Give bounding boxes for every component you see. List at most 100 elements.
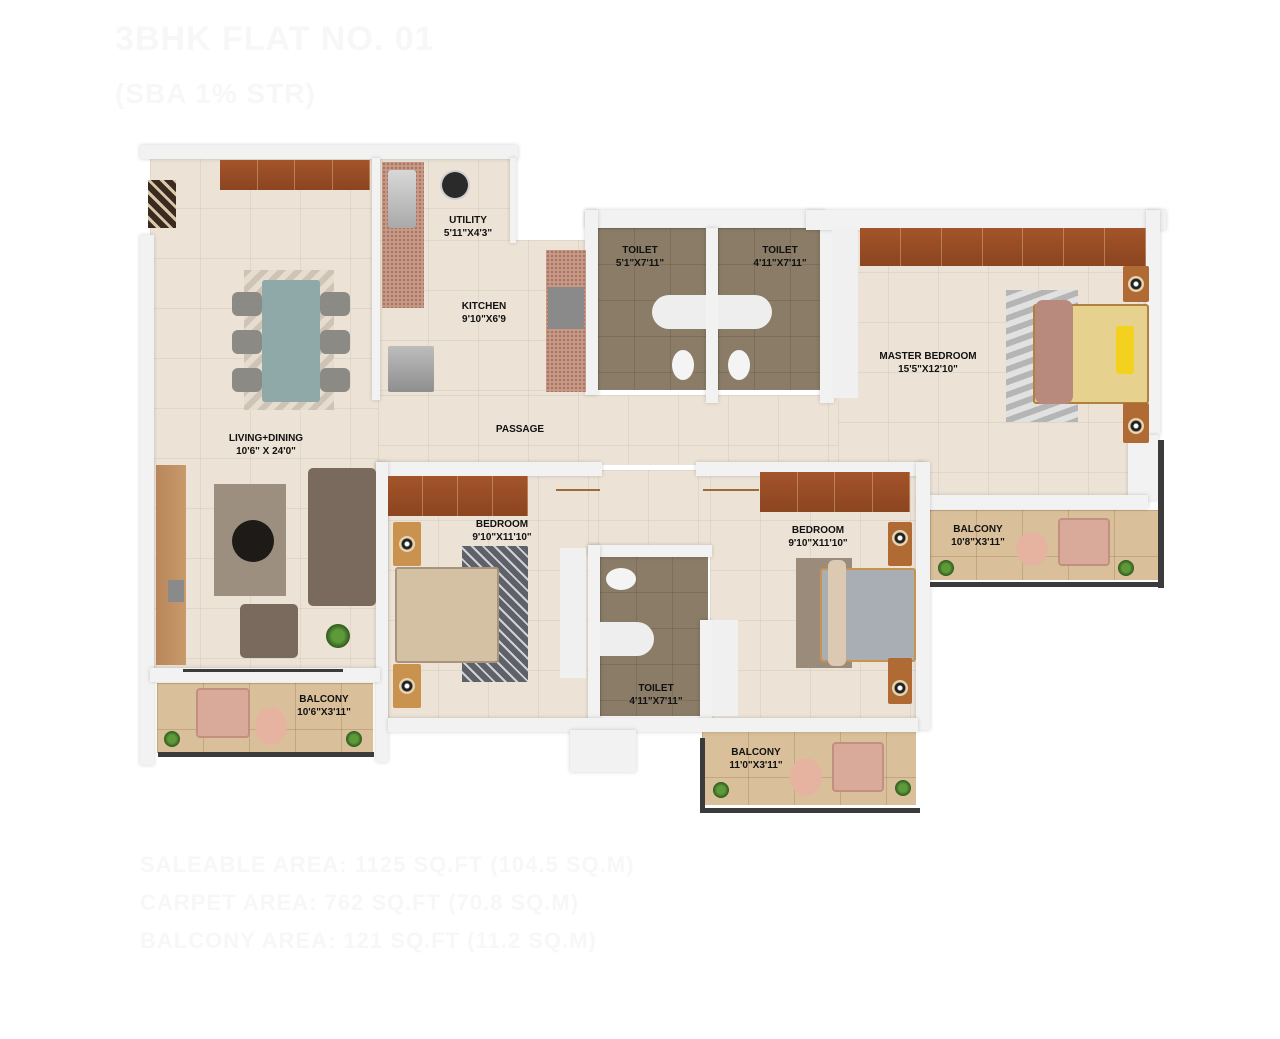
balcony-table: [790, 758, 822, 796]
room-size: 5'11"X4'3": [443, 228, 493, 239]
wall-kitchen-left: [372, 158, 380, 400]
room-name: TOILET: [622, 245, 658, 256]
living-cabinet: [220, 160, 370, 190]
wall-bedroom2-top: [376, 462, 602, 476]
room-label-balcony-bedroom: BALCONY 11'0"X3'11": [729, 746, 782, 772]
duct-shaft: [570, 730, 636, 772]
decor-panel: [148, 180, 176, 228]
wall-toilet3-left: [588, 545, 600, 725]
room-name: MASTER BEDROOM: [879, 351, 977, 362]
living-dining-floor: [150, 158, 378, 670]
sofa: [308, 468, 376, 606]
wall-toilets-top: [585, 210, 825, 228]
washbasin-icon: [606, 568, 636, 590]
plant-icon: [326, 624, 350, 648]
room-size: 10'8"X3'11": [951, 537, 1005, 548]
balcony-chair: [1058, 518, 1110, 566]
coffee-table: [232, 520, 274, 562]
lamp-icon: [1128, 276, 1144, 292]
tv-panel-master: [832, 228, 858, 398]
dining-chair: [232, 368, 262, 392]
plant-icon: [1118, 560, 1134, 576]
bedroom-2-wardrobe: [388, 476, 528, 516]
wall-toilet1-left: [585, 210, 598, 395]
refrigerator: [388, 346, 434, 392]
bedroom-2-bed: [395, 567, 499, 663]
lamp-icon: [892, 680, 908, 696]
wall-master-corner: [1128, 435, 1158, 500]
bedroom-3-wardrobe: [760, 472, 910, 512]
balcony-table: [1016, 532, 1048, 566]
door-bedroom-2: [556, 489, 600, 491]
room-label-toilet-3: TOILET 4'11"X7'11": [629, 682, 682, 708]
dining-table: [262, 280, 320, 402]
balcony-table: [255, 707, 287, 745]
balcony-area-ghost: BALCONY AREA: 121 SQ.FT (11.2 SQ.M): [140, 928, 597, 953]
balcony-living-railing: [158, 752, 374, 757]
room-label-master-bedroom: MASTER BEDROOM 15'5"X12'10": [879, 350, 976, 376]
room-label-toilet-2: TOILET 4'11"X7'11": [753, 244, 806, 270]
wall-toilet3-top: [588, 545, 712, 557]
dining-chair: [232, 330, 262, 354]
room-name: TOILET: [762, 245, 798, 256]
room-size: 9'10"X11'10": [788, 538, 848, 549]
room-size: 9'10"X11'10": [472, 532, 532, 543]
wall-master-bottom: [918, 495, 1148, 509]
shower-area: [600, 622, 654, 656]
toilet-seat-icon: [672, 350, 694, 380]
room-size: 9'10"X6'9: [462, 314, 506, 325]
tv-panel-bedroom-2: [560, 548, 586, 678]
dining-chair: [320, 330, 350, 354]
room-label-utility: UTILITY 5'11"X4'3": [444, 214, 492, 240]
room-name: KITCHEN: [461, 301, 507, 312]
wall-bedroom2-left: [376, 462, 388, 762]
room-label-bedroom-3: BEDROOM 9'10"X11'10": [788, 524, 847, 550]
bathtub-1: [652, 295, 706, 329]
living-sliding-door: [183, 669, 343, 672]
wall-master-top: [806, 210, 1166, 230]
room-name: TOILET: [638, 683, 674, 694]
wall-top-left: [140, 145, 518, 159]
room-size: 5'1"X7'11": [615, 258, 665, 269]
lamp-icon: [399, 536, 415, 552]
bathtub-2: [718, 295, 772, 329]
room-name: UTILITY: [449, 215, 487, 226]
room-size: 15'5"X12'10": [898, 364, 958, 375]
tv-unit: [156, 465, 186, 665]
armchair: [240, 604, 298, 658]
room-size: 11'0"X3'11": [729, 760, 783, 771]
master-wardrobe: [860, 228, 1147, 266]
room-name: LIVING+DINING: [228, 433, 304, 444]
room-name: BALCONY: [953, 524, 1003, 535]
room-name: BALCONY: [299, 694, 349, 705]
plant-icon: [346, 731, 362, 747]
room-label-balcony-living: BALCONY 10'6"X3'11": [297, 693, 351, 719]
room-size: 10'6" X 24'0": [236, 446, 296, 457]
balcony-chair: [196, 688, 250, 738]
plant-icon: [895, 780, 911, 796]
lamp-icon: [1128, 418, 1144, 434]
room-label-passage: PASSAGE: [496, 423, 544, 436]
wall-toilet2-right: [820, 228, 834, 403]
room-name: BALCONY: [731, 747, 781, 758]
saleable-area-ghost: SALEABLE AREA: 1125 SQ.FT (104.5 SQ.M): [140, 852, 635, 877]
wall-bottom-rooms: [388, 718, 918, 732]
tv-panel-bedroom-3: [712, 620, 738, 716]
toilet-seat-icon: [728, 350, 750, 380]
stove-icon: [548, 287, 584, 329]
wall-toilets-divider: [706, 228, 718, 403]
room-size: 10'6"X3'11": [297, 707, 351, 718]
tv: [168, 580, 184, 602]
cushions: [1116, 326, 1134, 374]
door-bedroom-3: [703, 489, 759, 491]
washing-machine: [440, 170, 470, 200]
wall-toilet3-right: [700, 620, 712, 720]
carpet-area-ghost: CARPET AREA: 762 SQ.FT (70.8 SQ.M): [140, 890, 580, 915]
room-label-bedroom-2: BEDROOM 9'10"X11'10": [472, 518, 531, 544]
room-label-toilet-1: TOILET 5'1"X7'11": [616, 244, 664, 270]
lamp-icon: [892, 530, 908, 546]
wall-bedroom3-right: [916, 462, 930, 730]
plant-icon: [938, 560, 954, 576]
room-size: 4'11"X7'11": [629, 696, 683, 707]
plan-title-ghost: 3BHK FLAT NO. 01: [115, 20, 435, 58]
